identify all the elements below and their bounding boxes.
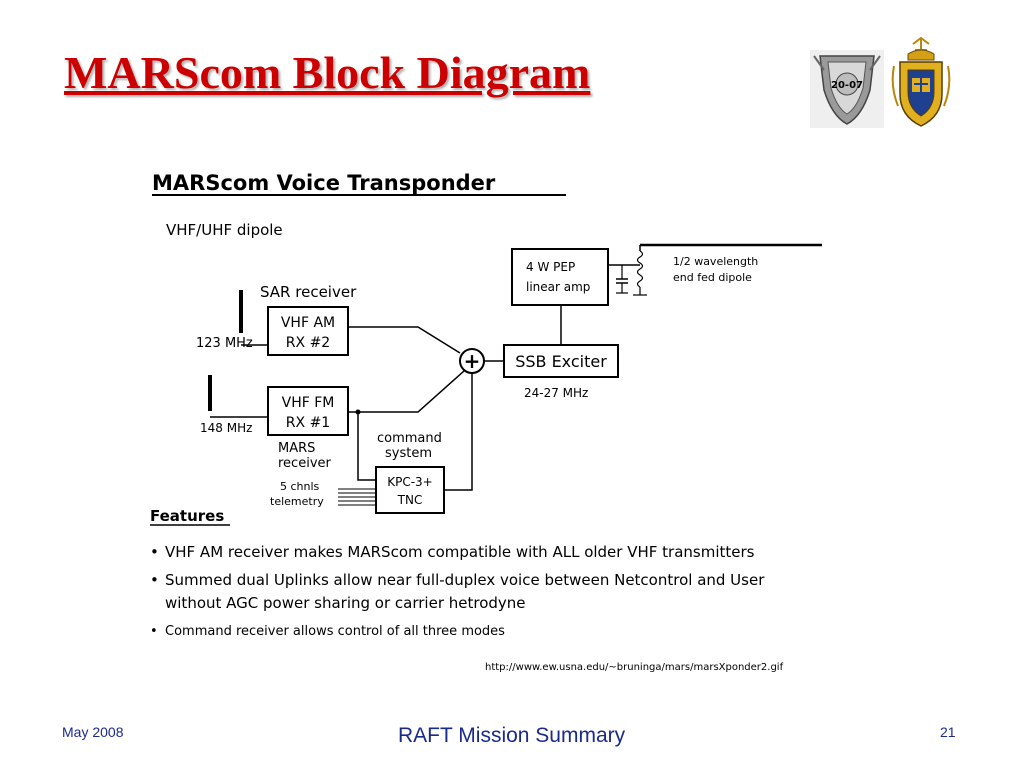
source-url: http://www.ew.usna.edu/~bruninga/mars/ma…	[485, 662, 784, 673]
class-crest-icon: 20-07	[810, 50, 884, 128]
telemetry-line2: telemetry	[270, 495, 324, 508]
class-crest-label: 20-07	[831, 80, 863, 91]
ssb-exciter-box	[503, 344, 619, 378]
dipole-line2: end fed dipole	[673, 271, 752, 284]
feature-item-2-cont: without AGC power sharing or carrier het…	[165, 594, 526, 612]
rx2-line1: VHF AM	[281, 315, 335, 331]
tnc-line2: TNC	[397, 493, 423, 507]
freq-148-label: 148 MHz	[200, 421, 252, 435]
command-line2: system	[385, 446, 432, 461]
features-heading: Features	[150, 507, 224, 525]
footer-date: May 2008	[62, 724, 124, 740]
footer-title: RAFT Mission Summary	[398, 724, 626, 747]
matching-network-icon	[608, 245, 647, 296]
command-line1: command	[377, 431, 442, 446]
linear-amp-box	[511, 248, 609, 306]
tnc-line1: KPC-3+	[387, 475, 433, 489]
diagram-title: MARScom Voice Transponder	[152, 171, 496, 195]
rx1-line1: VHF FM	[282, 395, 335, 411]
rx1-box	[267, 386, 349, 436]
mars-receiver-line2: receiver	[278, 456, 332, 471]
dipole-line1: 1/2 wavelength	[673, 255, 758, 268]
telemetry-lines	[338, 488, 376, 506]
ssb-freq-label: 24-27 MHz	[524, 386, 588, 400]
feature-item-2: Summed dual Uplinks allow near full-dupl…	[165, 571, 765, 589]
naval-academy-seal-icon	[891, 36, 951, 127]
feature-item-3: Command receiver allows control of all t…	[165, 624, 505, 639]
telemetry-line1: 5 chnls	[280, 480, 320, 493]
feature-bullet-3: •	[150, 624, 158, 639]
amp-line1: 4 W PEP	[526, 260, 575, 274]
amp-line2: linear amp	[526, 280, 590, 294]
rx2-line2: RX #2	[286, 335, 330, 351]
feature-item-1: VHF AM receiver makes MARScom compatible…	[165, 543, 755, 561]
rx1-line2: RX #1	[286, 415, 330, 431]
freq-123-label: 123 MHz	[196, 336, 253, 351]
antenna-label: VHF/UHF dipole	[166, 221, 283, 239]
feature-bullet-2: •	[150, 571, 159, 589]
rx2-box	[267, 306, 349, 356]
ssb-exciter-label: SSB Exciter	[515, 352, 607, 371]
mars-receiver-line1: MARS	[278, 441, 315, 456]
feature-bullet-1: •	[150, 543, 159, 561]
page-number: 21	[940, 724, 956, 740]
slide-title: MARScom Block Diagram	[64, 47, 591, 98]
sar-receiver-label: SAR receiver	[260, 283, 357, 301]
summer-symbol: +	[464, 349, 481, 373]
transponder-figure: MARScom Voice Transponder VHF/UHF dipole…	[150, 171, 822, 673]
